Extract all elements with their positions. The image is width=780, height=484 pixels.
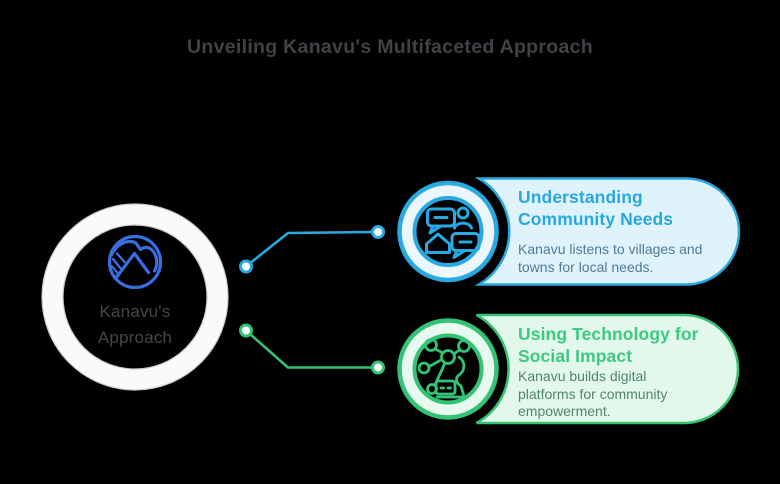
hub-label: Kanavu's Approach: [97, 302, 173, 347]
card-technology: [475, 313, 740, 425]
page-title: Unveiling Kanavu's Multifaceted Approach: [187, 36, 593, 58]
connector-technology: [245, 329, 372, 369]
connector-dot: [371, 360, 385, 375]
card-body-technology: Kanavu builds digital platforms for comm…: [518, 368, 668, 419]
community-chat-icon: [425, 206, 481, 259]
hub-ring: [41, 203, 229, 391]
connector-dot: [239, 259, 253, 274]
connector-community: [245, 230, 373, 268]
technology-network-icon: [417, 338, 471, 399]
connector-dots-community: [239, 225, 385, 274]
card-heading-community: Understanding Community Needs: [518, 187, 674, 229]
card-community: [474, 177, 741, 286]
connector-dot: [371, 225, 385, 239]
badge-technology: [397, 318, 499, 420]
card-heading-technology: Using Technology for Social Impact: [518, 324, 699, 366]
connector-dots-technology: [239, 323, 385, 375]
card-body-community: Kanavu listens to villages and towns for…: [518, 241, 703, 275]
kanavu-logo-icon: [107, 234, 163, 290]
connector-dot: [239, 323, 253, 338]
badge-community: [397, 180, 499, 283]
